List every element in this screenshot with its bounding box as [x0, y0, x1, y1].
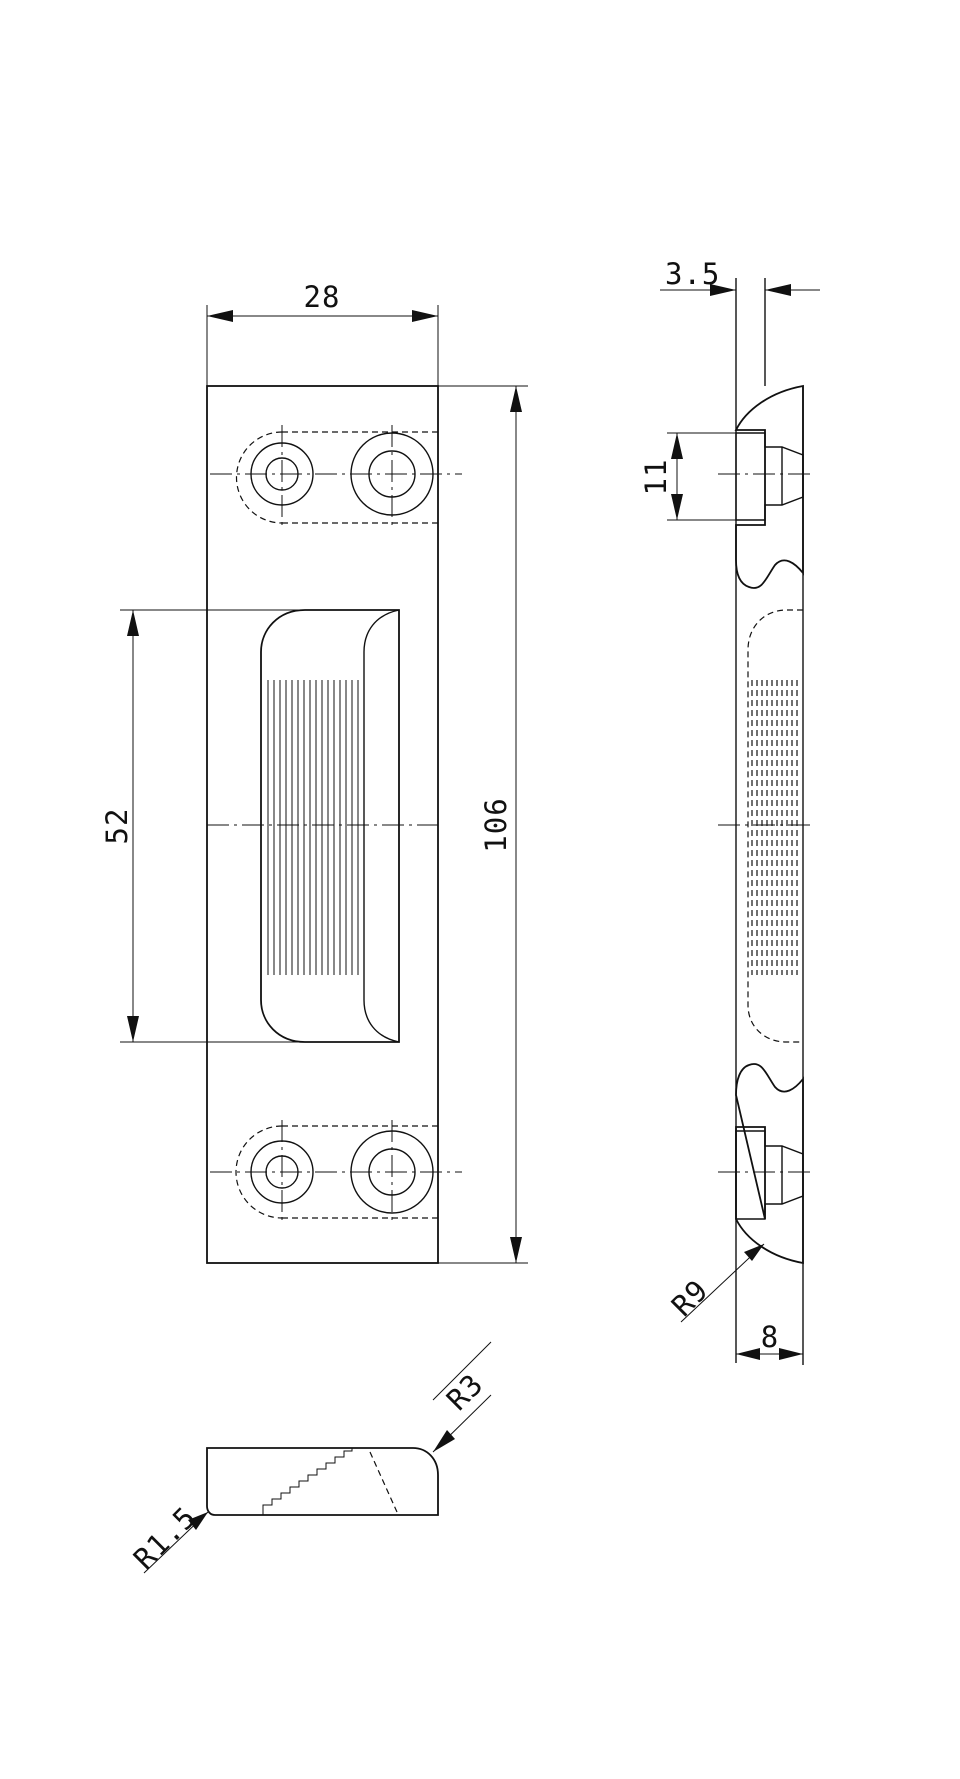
top-section-hatch: [734, 384, 804, 589]
dim-overall-thickness: 8: [736, 1320, 803, 1360]
dim-plate-thickness-label: 3.5: [665, 257, 720, 291]
dim-height-label: 106: [479, 797, 513, 852]
dim-radius-r3: R3: [432, 1341, 492, 1453]
dim-radius-r9: R9: [665, 1243, 765, 1323]
dim-radius-r15: R1.5: [127, 1500, 209, 1576]
center-recess: [207, 609, 438, 1043]
dim-recess-label: 52: [100, 808, 134, 845]
side-hidden-grooves: [751, 680, 798, 975]
dim-recess: 52: [100, 609, 399, 1043]
side-view: 3.5 11 R9 8: [639, 257, 820, 1365]
bottom-counterbore: [735, 1130, 804, 1220]
dim-plate-thickness: 3.5: [660, 257, 820, 296]
dim-radius-r15-label: R1.5: [127, 1500, 203, 1576]
top-screw-holes: [210, 425, 462, 528]
dim-width-label: 28: [304, 280, 341, 314]
dim-width: 28: [206, 280, 439, 386]
side-hidden-recess: [747, 609, 803, 1043]
front-view: 28 106 52: [100, 280, 528, 1264]
dim-hole-label: 11: [639, 459, 673, 496]
dim-radius-r3-label: R3: [440, 1367, 490, 1417]
grip-grooves: [267, 680, 359, 975]
section-outline: [206, 1447, 439, 1516]
dim-overall-thickness-label: 8: [761, 1320, 779, 1354]
dim-height: 106: [438, 385, 528, 1264]
section-profile: [262, 1448, 353, 1510]
hole-right-outer: [350, 432, 434, 516]
hole-left-outer: [250, 442, 314, 506]
dim-hole: 11: [639, 432, 765, 521]
hole-right-inner: [368, 450, 416, 498]
dim-radius-r9-label: R9: [665, 1273, 715, 1323]
section-view: R3 R1.5: [127, 1341, 492, 1576]
top-counterbore: [735, 432, 804, 521]
bottom-section-hatch: [735, 1063, 804, 1265]
hole-left-inner: [265, 457, 299, 491]
bottom-screw-holes: [210, 1120, 462, 1225]
